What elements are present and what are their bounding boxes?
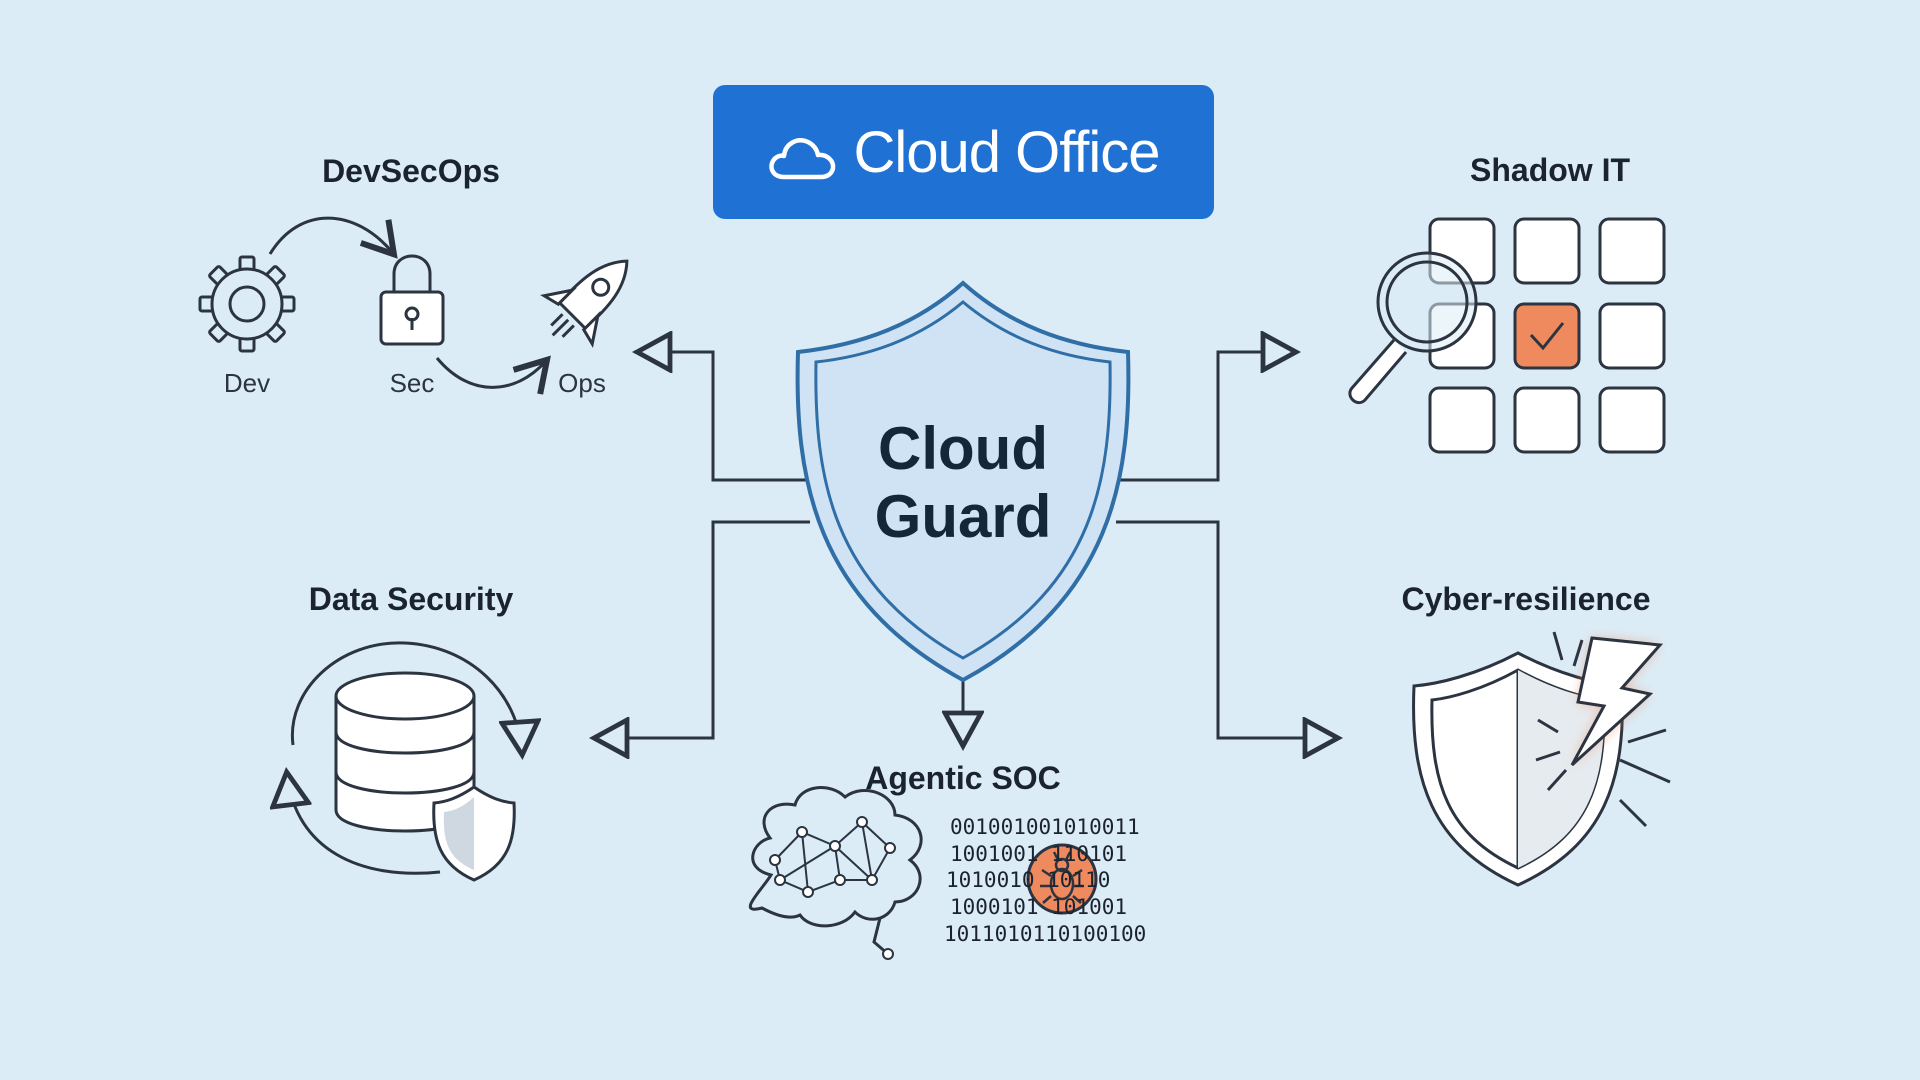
refresh-arrows-icon — [287, 641, 522, 875]
connector-data-security — [597, 520, 810, 738]
gear-icon — [198, 255, 296, 353]
check-icon — [1529, 322, 1565, 351]
cloud-guard-shield-icon — [795, 280, 1131, 683]
cloud-guard-title: Cloud Guard — [875, 415, 1052, 551]
database-icon — [334, 671, 476, 833]
resilient-shield-icon — [1412, 631, 1671, 887]
center-title-line1: Cloud — [878, 415, 1048, 482]
rocket-icon — [540, 259, 629, 348]
ops-label: Ops — [558, 368, 606, 398]
binary-line-4: 1000101 101001 — [950, 895, 1128, 919]
connector-shadow-it — [1116, 352, 1293, 482]
connector-devsecops — [640, 352, 810, 482]
shadow-it-title: Shadow IT — [1470, 152, 1630, 188]
connector-cyber-resilience — [1116, 520, 1335, 738]
banner-title: Cloud Office — [853, 119, 1160, 185]
cloud-icon — [767, 128, 837, 180]
cloud-office-banner: Cloud Office — [713, 85, 1214, 219]
agentic-soc-title: Agentic SOC — [865, 760, 1061, 796]
dev-label: Dev — [223, 368, 271, 398]
sec-label: Sec — [389, 368, 435, 398]
arrow-dev-to-sec — [268, 216, 398, 259]
center-title-line2: Guard — [874, 483, 1052, 550]
data-security-title: Data Security — [308, 581, 514, 617]
binary-line-2: 1001001 110101 — [950, 842, 1128, 866]
arrow-sec-to-ops — [435, 355, 551, 395]
binary-line-3: 1010010 10110 — [946, 868, 1111, 892]
shadow-it-grid — [1428, 217, 1666, 454]
cyber-resilience-title: Cyber-resilience — [1401, 581, 1651, 617]
connectors — [597, 352, 1335, 743]
magnifier-icon — [1348, 251, 1478, 405]
lightning-icon — [1570, 636, 1664, 767]
brain-network-icon — [748, 786, 923, 960]
binary-line-5: 1011010110100100 — [944, 922, 1147, 946]
binary-line-1: 001001001010011 — [950, 815, 1140, 839]
bug-icon — [1026, 843, 1098, 915]
devsecops-title: DevSecOps — [322, 153, 500, 189]
security-shield-icon — [432, 785, 516, 882]
lock-icon — [379, 254, 445, 346]
